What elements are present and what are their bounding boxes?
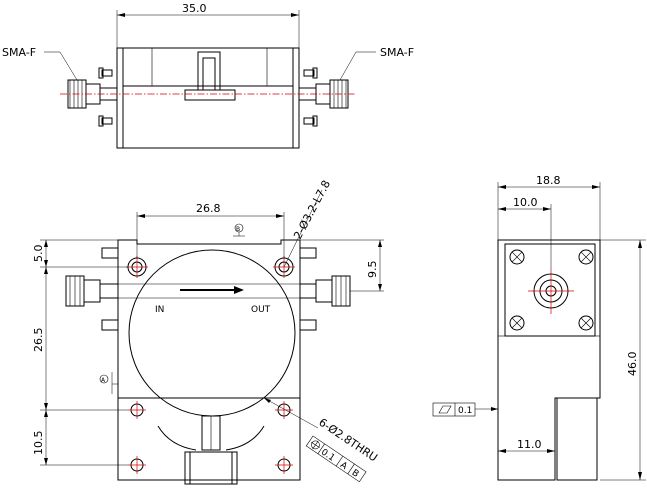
- label-in: IN: [155, 305, 164, 315]
- dim-bottom: 10.5: [32, 431, 45, 456]
- slot-callout: 2-Ø3.2-L7.8: [291, 178, 333, 241]
- top-width-dim: 35.0: [182, 2, 207, 15]
- sma-left-label: SMA-F: [2, 46, 36, 59]
- dim-mid: 26.5: [32, 328, 45, 353]
- dim-port-offset: 9.5: [366, 261, 379, 279]
- datum-b: B: [236, 226, 240, 233]
- dim-hole-spacing: 26.8: [196, 202, 221, 215]
- flatness-value: 0.1: [458, 406, 472, 416]
- side-height-dim: 46.0: [626, 352, 639, 377]
- side-base-dim: 11.0: [517, 438, 542, 451]
- side-connector-dim: 10.0: [513, 196, 538, 209]
- top-view: 35.0: [2, 2, 414, 149]
- front-view: IN OUT 26.8 B: [32, 178, 384, 485]
- sma-right-label: SMA-F: [380, 46, 414, 59]
- side-width-dim: 18.8: [536, 174, 561, 187]
- datum-ref-b: B: [350, 468, 361, 480]
- dim-top-offset: 5.0: [32, 245, 45, 263]
- datum-a: A: [101, 377, 106, 384]
- side-view: 18.8 10.0 46.0 11.0 0.1: [432, 174, 646, 481]
- side-screws: [509, 249, 594, 331]
- label-out: OUT: [251, 305, 271, 315]
- datum-ref-a: A: [338, 460, 349, 472]
- flatness-frame: 0.1: [432, 402, 498, 417]
